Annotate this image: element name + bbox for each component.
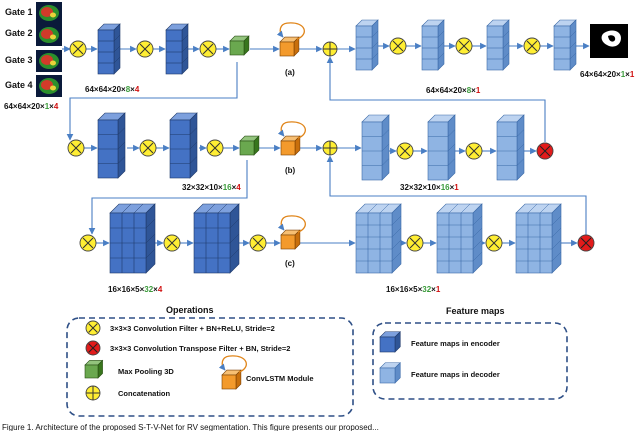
gate-1-label: Gate 1 — [5, 7, 33, 17]
convlstm-a — [276, 22, 305, 57]
row-b-encoder-dims: 32×32×10×16×4 — [182, 183, 241, 192]
gate-3-label: Gate 3 — [5, 55, 33, 65]
legend-encoder-icon — [379, 331, 401, 353]
conv-b-5 — [465, 142, 483, 160]
row-a-encoder-dims: 64×64×20×8×4 — [85, 85, 140, 94]
gate-thumbnail-3 — [36, 50, 62, 72]
output-dims: 64×64×20×1×1 — [580, 70, 635, 79]
encoder-c-2 — [193, 203, 240, 274]
decoder-b-2 — [427, 114, 456, 181]
arrow-a-to-b — [66, 62, 238, 141]
row-c-encoder-dims: 16×16×5×32×4 — [108, 285, 163, 294]
decoder-c-2 — [436, 203, 483, 274]
concat-a — [322, 41, 338, 57]
conv-c-3 — [249, 234, 267, 252]
encoder-b-1 — [97, 112, 126, 179]
legend-encoder-label: Feature maps in encoder — [411, 339, 500, 348]
input-dims: 64×64×20×1×4 — [4, 102, 59, 111]
gate-thumbnail-1 — [36, 2, 62, 24]
legend-maxpool-label: Max Pooling 3D — [118, 367, 174, 376]
row-b-decoder-dims: 32×32×10×16×1 — [400, 183, 459, 192]
transpose-conv-b — [536, 142, 554, 160]
conv-c-4 — [406, 234, 424, 252]
row-a-label: (a) — [285, 68, 295, 77]
conv-c-1 — [79, 234, 97, 252]
gate-thumbnail-2 — [36, 24, 62, 46]
row-c-decoder-dims: 16×16×5×32×1 — [386, 285, 441, 294]
conv-c-5 — [485, 234, 503, 252]
decoder-a-2 — [421, 19, 445, 71]
arrow-b-to-a — [326, 56, 546, 142]
conv-b-1 — [67, 139, 85, 157]
operations-title: Operations — [166, 305, 214, 315]
gate-inputs: Gate 1 Gate 2 Gate 3 Gate 4 64×64×20×1×4 — [4, 2, 62, 111]
gate-4-label: Gate 4 — [5, 80, 33, 90]
legend-maxpool-icon — [84, 359, 104, 379]
output-mask — [590, 24, 628, 58]
conv-a-2 — [136, 40, 154, 58]
conv-c-2 — [163, 234, 181, 252]
row-a-decoder-dims: 64×64×20×8×1 — [426, 86, 481, 95]
decoder-c-1 — [355, 203, 402, 274]
legend-convlstm-icon — [218, 355, 247, 390]
decoder-b-3 — [496, 114, 525, 181]
legend-concat-icon — [85, 385, 101, 401]
encoder-b-2 — [169, 112, 198, 179]
conv-b-3 — [206, 139, 224, 157]
gate-thumbnails — [36, 2, 62, 97]
operations-legend: Operations 3×3×3 Convolution Filter + BN… — [66, 305, 354, 417]
decoder-a-1 — [355, 19, 379, 71]
transpose-conv-c — [577, 234, 595, 252]
convlstm-c — [277, 215, 306, 250]
gate-2-label: Gate 2 — [5, 28, 33, 38]
decoder-b-1 — [361, 114, 390, 181]
decoder-a-4 — [553, 19, 577, 71]
encoder-a-2 — [165, 23, 189, 75]
legend-conv-label: 3×3×3 Convolution Filter + BN+ReLU, Stri… — [110, 324, 275, 333]
operation-symbols — [67, 22, 595, 401]
legend-decoder-label: Feature maps in decoder — [411, 370, 500, 379]
feature-map-blocks — [97, 19, 577, 274]
concat-b — [322, 140, 338, 156]
arrow-b-to-c — [88, 160, 248, 235]
legend-transpose-icon — [85, 340, 101, 356]
legend-decoder-icon — [379, 362, 401, 384]
encoder-c-1 — [109, 203, 156, 274]
arrow-c-to-b — [326, 155, 587, 235]
legend-transpose-label: 3×3×3 Convolution Transpose Filter + BN,… — [110, 344, 290, 353]
feature-maps-box — [372, 322, 568, 400]
conv-b-4 — [396, 142, 414, 160]
operations-box — [66, 317, 354, 417]
feature-maps-title: Feature maps — [446, 306, 505, 316]
conv-a-4 — [389, 37, 407, 55]
decoder-a-3 — [486, 19, 510, 71]
convlstm-b — [277, 121, 306, 156]
conv-a-1 — [69, 40, 87, 58]
gate-thumbnail-4 — [36, 75, 62, 97]
maxpool-a — [229, 35, 250, 56]
feature-maps-legend: Feature maps Feature maps in encoder Fea… — [372, 306, 568, 400]
conv-a-3 — [199, 40, 217, 58]
row-b-label: (b) — [285, 166, 296, 175]
conv-a-5 — [455, 37, 473, 55]
legend-convlstm-label: ConvLSTM Module — [246, 374, 314, 383]
row-c-label: (c) — [285, 259, 295, 268]
conv-b-2 — [139, 139, 157, 157]
decoder-c-3 — [515, 203, 562, 274]
legend-conv-icon — [85, 320, 101, 336]
conv-a-6 — [523, 37, 541, 55]
legend-concat-label: Concatenation — [118, 389, 171, 398]
maxpool-b — [239, 135, 260, 156]
figure-caption: Figure 1. Architecture of the proposed S… — [2, 423, 379, 431]
encoder-a-1 — [97, 23, 121, 75]
